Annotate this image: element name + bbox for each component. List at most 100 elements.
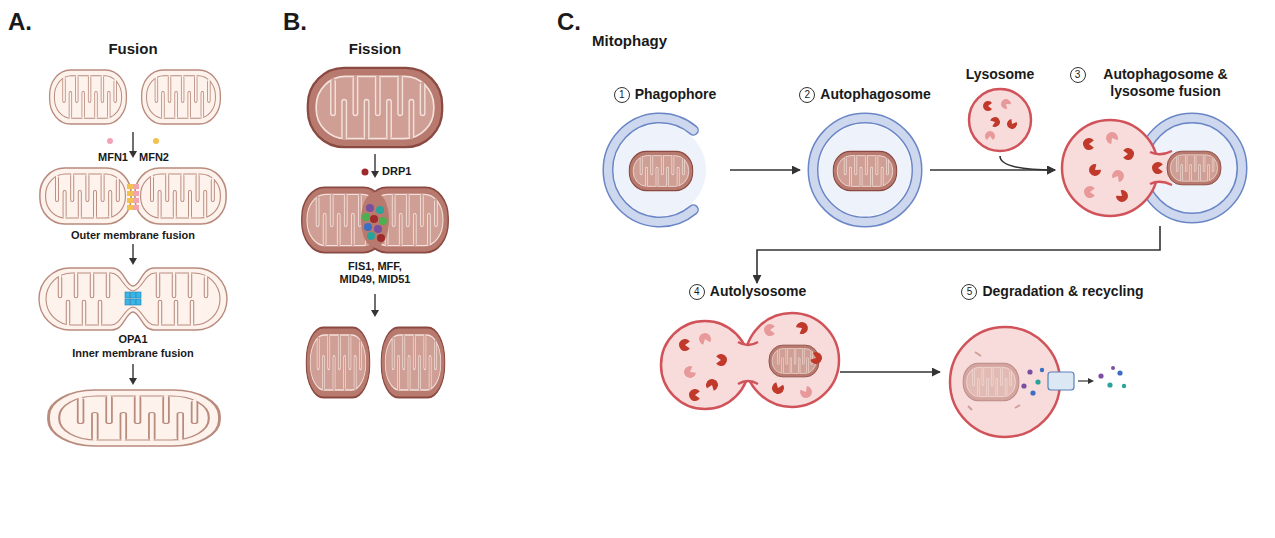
autolysosome-art-part	[682, 364, 697, 380]
panel-letter: C.	[557, 8, 597, 37]
step-number: 4	[689, 284, 705, 300]
autolysosome-art-part	[745, 313, 839, 407]
fusion-stage-art-part	[1104, 130, 1120, 145]
fission-illustration	[302, 68, 448, 398]
step-number: 3	[1070, 67, 1086, 83]
stage-heading: 4Autolysosome	[655, 283, 840, 300]
fusion-stage-art-part	[1084, 186, 1095, 198]
autolysosome-art-part	[689, 389, 700, 401]
step-number: 2	[799, 87, 815, 103]
fission-illustration-part	[374, 294, 375, 311]
autophagosome-art-part	[813, 118, 917, 222]
degradation-art-part	[1048, 372, 1074, 390]
fission-illustration-part	[376, 206, 384, 214]
fusion-stage-art-part	[1142, 118, 1242, 218]
protein-label: DRP1	[382, 165, 432, 178]
stage-node: 5Degradation & recycling	[940, 283, 1165, 443]
fusion-illustration-part	[142, 70, 221, 124]
degradation-art-part	[1027, 369, 1032, 374]
stage-heading: 3 Autophagosome & lysosome fusion	[1055, 66, 1255, 100]
degradation-art-part	[1111, 366, 1115, 370]
flow-arrow	[1000, 156, 1055, 170]
protein-label: MFN1	[80, 151, 128, 164]
degradation-art-part	[950, 327, 1060, 437]
fusion-illustration-part	[132, 132, 133, 153]
protein-label: OPA1	[103, 333, 163, 346]
fusion-illustration-part	[129, 378, 137, 385]
degradation-art-part	[1035, 379, 1040, 384]
fusion-illustration-part	[132, 244, 133, 259]
fusion-stage-art-part	[1167, 151, 1221, 185]
fusion-illustration-part	[131, 299, 136, 305]
stage-name: Autophagosome	[820, 86, 930, 103]
autolysosome-art-part	[738, 342, 758, 384]
degradation-art-part	[1117, 370, 1122, 375]
fusion-illustration-part	[46, 273, 220, 325]
fusion-illustration-part	[136, 299, 141, 305]
stage-heading: 5Degradation & recycling	[940, 283, 1165, 300]
lysosome-art	[969, 89, 1031, 151]
fission-illustration-part	[367, 232, 375, 240]
fusion-illustration-part	[125, 299, 130, 305]
lysosome-art-part	[969, 89, 1031, 151]
autolysosome-art-part	[679, 339, 690, 351]
degradation-art-part	[1040, 368, 1044, 372]
fusion-illustration-part	[127, 184, 133, 189]
fusion-stage-art-part	[1152, 162, 1163, 174]
autolysosome-art-part	[661, 321, 749, 409]
fission-illustration-part	[362, 213, 370, 221]
stage-name: Phagophore	[635, 86, 717, 103]
phagophore-art	[608, 118, 706, 222]
lysosome-art-part	[990, 116, 1002, 128]
lysosome-art-part	[999, 97, 1012, 110]
fusion-illustration-part	[125, 292, 130, 298]
stage-heading: 2 Autophagosome	[800, 86, 930, 103]
degradation-art-part	[1021, 383, 1026, 388]
fusion-stage-art-part	[1062, 120, 1158, 216]
autophagosome-art-part	[833, 151, 896, 190]
fusion-illustration-part	[133, 205, 139, 210]
degradation-art	[950, 327, 1126, 437]
fission-illustration-part	[371, 310, 379, 317]
autolysosome-art-part	[697, 331, 712, 345]
fusion-stage-art-part	[1087, 162, 1103, 178]
stage-name: Autophagosome & lysosome fusion	[1091, 66, 1241, 100]
fusion-stage-art-part	[1110, 168, 1126, 183]
fusion-illustration-part	[127, 191, 133, 196]
panel-title: Mitophagy	[592, 32, 712, 50]
fusion-illustration-part	[136, 292, 141, 298]
fusion-illustration-part	[133, 198, 139, 203]
autolysosome-art-part	[798, 385, 814, 400]
fusion-illustration-part	[135, 168, 226, 224]
step-label: Inner membrane fusion	[33, 347, 233, 360]
step-label: Outer membrane fusion	[33, 229, 233, 242]
autolysosome-art-part	[716, 354, 727, 366]
autolysosome-art-part	[764, 324, 775, 336]
fission-illustration-part	[361, 192, 389, 248]
autolysosome-art-part	[809, 351, 823, 366]
fission-illustration-part	[381, 328, 444, 398]
fission-illustration-part	[364, 223, 372, 231]
phagophore-art-part	[608, 118, 693, 222]
autophagosome-art-part	[819, 124, 911, 216]
stage-node: 2 Autophagosome	[800, 86, 930, 228]
protein-label: FIS1, MFF, MID49, MID51	[330, 260, 420, 286]
flow-arrow	[840, 371, 940, 373]
fusion-illustration-part	[129, 151, 137, 158]
autolysosome-art-part	[737, 344, 759, 382]
phagophore-art-part	[608, 118, 693, 222]
degradation-art-part	[1098, 373, 1103, 378]
fusion-illustration-part	[133, 191, 139, 196]
fission-illustration-part	[377, 234, 385, 242]
fusion-stage-art	[1062, 118, 1242, 218]
stage-node: Lysosome	[960, 66, 1040, 156]
fusion-illustration-part	[132, 364, 133, 379]
fission-illustration-part	[362, 169, 369, 176]
panel-title: Fission	[325, 40, 425, 58]
fusion-stage-art-part	[1142, 118, 1242, 218]
autolysosome-art-part	[705, 377, 720, 391]
degradation-art-part	[1088, 378, 1094, 384]
degradation-art-part	[1122, 384, 1126, 388]
